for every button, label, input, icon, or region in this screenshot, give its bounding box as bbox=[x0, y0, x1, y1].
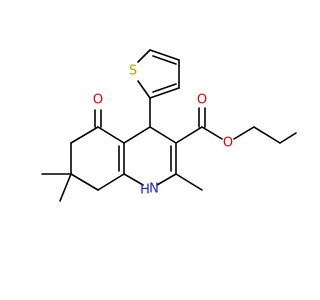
bond-ch2-ch2 bbox=[253, 126, 281, 144]
bond-o-ch2 bbox=[233, 126, 255, 140]
bond-c4a-c5 bbox=[97, 126, 125, 144]
bond-c3-ester-c bbox=[175, 126, 203, 144]
bond-th-s-c2 bbox=[137, 80, 151, 99]
bond-methyl-b bbox=[59, 173, 72, 202]
atom-ring-nitrogen-hydrogen: H bbox=[140, 183, 150, 198]
bond-ester-c-o bbox=[201, 126, 223, 140]
atom-ring-nitrogen: N bbox=[149, 182, 159, 197]
bond-th-c5-s bbox=[137, 49, 151, 63]
bond-c2-methyl bbox=[175, 173, 203, 191]
bond-ch2-ch3 bbox=[279, 132, 297, 144]
bond-n1-c8a bbox=[123, 173, 144, 186]
bond-c4a-c4 bbox=[123, 126, 151, 144]
background bbox=[0, 0, 300, 300]
atom-ketone-oxygen: O bbox=[93, 93, 103, 108]
atom-ester-carbonyl-oxygen: O bbox=[197, 93, 207, 108]
bond-th-c4-c5-inner bbox=[152, 55, 177, 65]
bond-c4-c3 bbox=[149, 126, 177, 144]
bond-th-c2-c3-inner bbox=[152, 83, 177, 93]
bond-c7-c8 bbox=[70, 173, 99, 191]
bond-c2-n1 bbox=[156, 173, 177, 186]
atom-ester-ether-oxygen: O bbox=[223, 136, 233, 151]
bond-c8-c8a bbox=[97, 173, 125, 191]
atom-thiophene-sulfur: S bbox=[129, 64, 137, 79]
bond-th-c2-c3 bbox=[149, 87, 180, 99]
molecule-diagram: O O O S N H bbox=[0, 0, 300, 300]
structure-svg: O O O S N H bbox=[0, 0, 300, 300]
bond-c5-c6 bbox=[70, 126, 99, 144]
bond-th-c4-c5 bbox=[149, 49, 180, 61]
